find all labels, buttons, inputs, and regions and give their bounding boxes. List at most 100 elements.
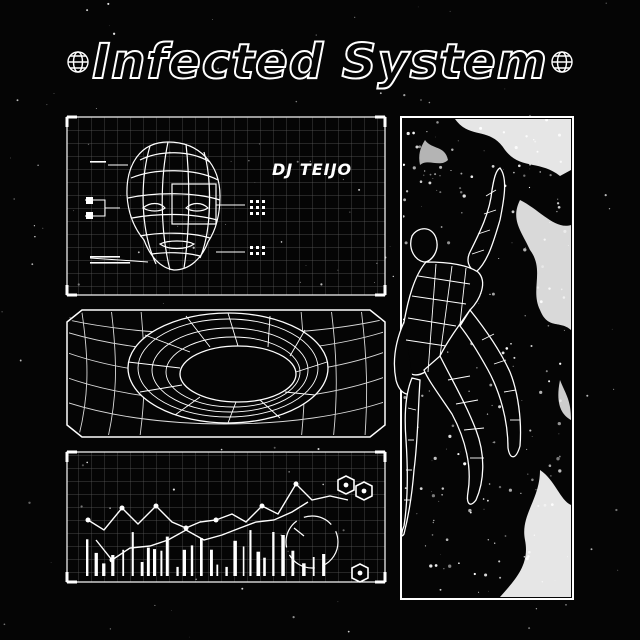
- speck: [403, 215, 405, 218]
- bar: [122, 549, 125, 576]
- speck: [539, 171, 541, 173]
- star: [188, 636, 190, 638]
- bar: [102, 563, 106, 576]
- cover-title: Infected System: [91, 33, 548, 91]
- speck: [547, 324, 550, 327]
- star: [112, 32, 116, 35]
- speck: [457, 453, 460, 456]
- speck: [463, 462, 467, 466]
- speck: [554, 580, 556, 581]
- speck: [529, 168, 531, 170]
- speck: [421, 206, 422, 207]
- star: [403, 93, 406, 97]
- bar: [281, 535, 285, 576]
- speck: [528, 186, 531, 189]
- speck: [548, 287, 551, 290]
- star: [211, 19, 213, 20]
- star: [33, 225, 36, 227]
- star: [42, 227, 44, 229]
- speck: [447, 241, 451, 245]
- star: [69, 317, 71, 319]
- speck: [556, 202, 560, 205]
- speck: [412, 131, 415, 135]
- star: [392, 275, 395, 278]
- star: [354, 16, 356, 18]
- bar: [302, 563, 306, 576]
- graph-panel: [65, 450, 387, 584]
- speck: [498, 405, 502, 409]
- star: [389, 246, 391, 247]
- star: [604, 194, 607, 197]
- speck: [484, 573, 488, 577]
- bar: [225, 566, 228, 576]
- star: [50, 562, 52, 563]
- bar: [190, 545, 194, 576]
- speck: [505, 347, 509, 350]
- star: [315, 34, 317, 36]
- speck: [487, 499, 489, 502]
- star: [613, 388, 615, 390]
- speck: [447, 351, 449, 353]
- star: [217, 67, 220, 70]
- speck: [478, 591, 480, 593]
- speck: [512, 365, 514, 367]
- star: [28, 501, 31, 504]
- speck: [536, 286, 540, 289]
- speck: [404, 241, 408, 245]
- speck: [559, 362, 562, 365]
- star: [292, 616, 295, 619]
- speck: [531, 436, 533, 437]
- speck: [433, 456, 437, 460]
- bar: [249, 530, 252, 576]
- bar: [86, 539, 89, 576]
- bar: [111, 555, 115, 576]
- speck: [459, 451, 461, 453]
- star: [590, 548, 593, 551]
- speck: [418, 145, 422, 149]
- star: [243, 58, 245, 61]
- speck: [491, 165, 495, 168]
- speck: [501, 351, 505, 355]
- bar: [140, 562, 144, 576]
- speck: [562, 296, 566, 299]
- speck: [556, 210, 558, 213]
- speck: [473, 572, 476, 576]
- star: [608, 208, 611, 210]
- speck: [439, 165, 443, 169]
- star: [31, 263, 34, 266]
- speck: [431, 494, 435, 498]
- star: [154, 604, 156, 606]
- speck: [533, 534, 536, 536]
- speck: [487, 539, 490, 541]
- star: [611, 328, 613, 330]
- bar: [216, 564, 219, 576]
- star: [617, 569, 619, 571]
- speck: [489, 293, 491, 295]
- speck: [558, 469, 562, 473]
- speck: [539, 300, 543, 304]
- star: [420, 99, 422, 101]
- speck: [468, 390, 470, 392]
- bar: [263, 557, 266, 576]
- star: [108, 25, 110, 27]
- head-panel: [65, 115, 387, 297]
- speck: [419, 180, 423, 183]
- speck: [549, 222, 551, 224]
- artist-name: DJ TEIJO: [272, 160, 353, 179]
- star: [347, 630, 350, 633]
- speck: [428, 390, 430, 392]
- speck: [488, 483, 491, 485]
- speck: [558, 433, 560, 435]
- star: [615, 508, 618, 512]
- star: [586, 394, 589, 397]
- speck: [526, 448, 528, 450]
- speck: [482, 498, 485, 500]
- star: [3, 623, 6, 626]
- speck: [419, 487, 423, 490]
- speck: [440, 226, 443, 228]
- speck: [491, 292, 495, 296]
- speck: [545, 370, 548, 373]
- bar: [182, 549, 186, 576]
- star: [220, 448, 223, 451]
- star: [46, 104, 48, 106]
